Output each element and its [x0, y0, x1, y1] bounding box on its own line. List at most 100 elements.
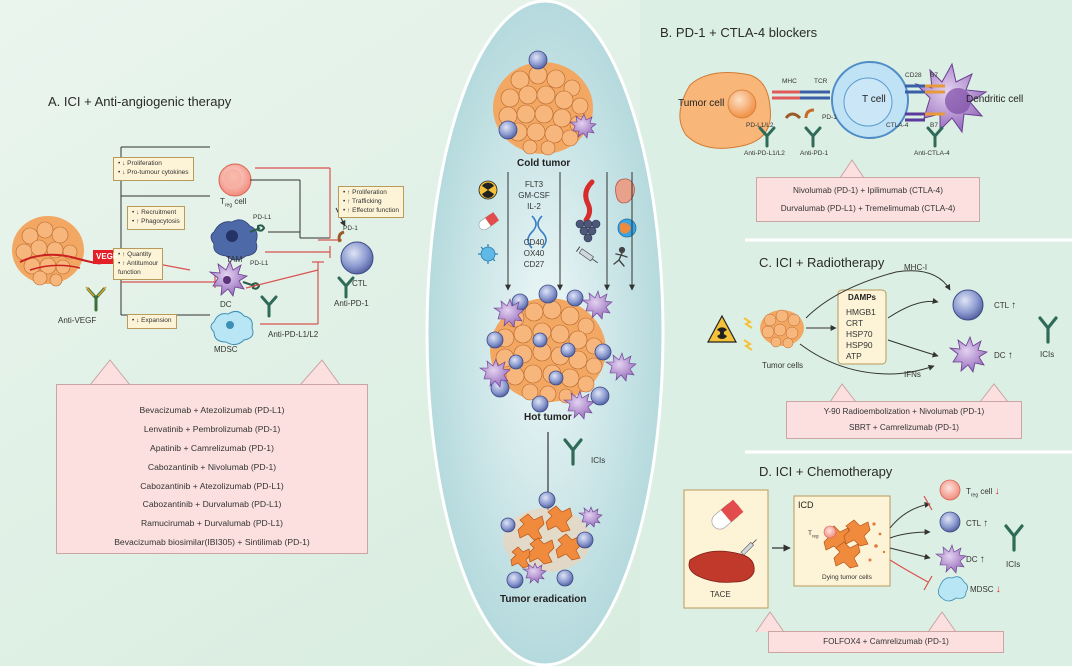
- damp-hsp70: HSP70: [846, 328, 873, 339]
- panel-d-title: D. ICI + Chemotherapy: [759, 464, 893, 479]
- panel-b-drug-list: Nivolumab (PD-1) + Ipilimumab (CTLA-4) D…: [756, 177, 980, 222]
- treg-effect-1: • ↓ Proliferation: [118, 160, 162, 167]
- damps-list: HMGB1 CRT HSP70 HSP90 ATP: [846, 307, 876, 362]
- treg-label-d-inner: Treg: [808, 530, 819, 538]
- panel-a-drug-1: Bevacizumab + Atezolizumab (PD-L1): [139, 405, 285, 415]
- damp-crt: CRT: [846, 317, 864, 328]
- mdsc-down-arrow: ↓: [995, 584, 1001, 595]
- treg-label-d: Treg cell ↓: [966, 486, 1000, 499]
- treg-d-sub: reg: [811, 533, 819, 539]
- tam-label: TAM: [226, 255, 243, 264]
- mdsc-label-d: MDSC ↓: [970, 584, 1001, 596]
- ctl-c-text: CTL: [994, 301, 1009, 310]
- mdsc-d-text: MDSC: [970, 585, 994, 594]
- mdsc-effects-note: • ↓ Expansion: [127, 314, 177, 329]
- b7-label-bottom: B7: [930, 122, 938, 129]
- damp-atp: ATP: [846, 350, 862, 361]
- panel-b-drug-1: Nivolumab (PD-1) + Ipilimumab (CTLA-4): [793, 186, 943, 195]
- dc-c-text: DC: [994, 351, 1006, 360]
- ctl-effect-1: • ↑ Proliferation: [343, 189, 387, 196]
- panel-a-drug-2: Lenvatinib + Pembrolizumab (PD-1): [143, 424, 281, 434]
- treg-down-arrow: ↓: [994, 486, 1000, 497]
- tam-effect-2: • ↑ Phagocytosis: [132, 217, 180, 225]
- tam-effect-1: • ↓ Recruitment: [132, 209, 177, 216]
- panel-a-drug-5: Cabozantinib + Atezolizumab (PD-L1): [140, 481, 284, 491]
- ctl-effect-3: • ↑ Effector function: [343, 206, 399, 214]
- pdl1-label-tam: PD-L1: [253, 214, 272, 221]
- treg-effects-note: • ↓ Proliferation • ↓ Pro-tumour cytokin…: [113, 157, 194, 181]
- damp-hmgb1: HMGB1: [846, 307, 876, 317]
- icis-label-center: ICIs: [591, 456, 606, 465]
- treg-d2-t: T: [966, 487, 971, 496]
- treg-sub: reg: [224, 202, 233, 209]
- cytokine-group-1: FLT3 GM-CSF IL-2: [513, 180, 555, 212]
- panel-c-drug-list: Y-90 Radioembolization + Nivolumab (PD-1…: [786, 401, 1022, 439]
- cd28-label: CD28: [905, 72, 922, 79]
- pdl12-label: PD-L1/L2: [746, 122, 774, 129]
- tcr-label: TCR: [814, 78, 828, 85]
- treg-suffix: cell: [232, 197, 247, 206]
- ctl-label-d: CTL ↑: [966, 518, 988, 530]
- treg-d2-sub: reg: [970, 492, 979, 499]
- treg-effect-2: • ↓ Pro-tumour cytokines: [118, 168, 189, 176]
- panel-b-drug-2: Durvalumab (PD-L1) + Tremelimumab (CTLA-…: [780, 204, 956, 213]
- dc-d-up-arrow: ↑: [979, 554, 985, 565]
- icis-label-d: ICIs: [1006, 560, 1021, 569]
- vegf-label: VEGF: [96, 252, 118, 261]
- ctl-d-up-arrow: ↑: [983, 518, 989, 529]
- ifns-label: IFNs: [904, 370, 921, 379]
- ctl-up-arrow: ↑: [1011, 300, 1017, 311]
- treg-t: T: [220, 197, 225, 206]
- ctl-effect-2: • ↑ Trafficking: [343, 197, 382, 205]
- panel-a-drug-7: Ramucirumab + Durvalumab (PD-L1): [140, 518, 284, 528]
- tumor-eradication-label: Tumor eradication: [500, 594, 587, 605]
- dc-label-d: DC ↑: [966, 554, 985, 566]
- dc-label-a: DC: [220, 300, 232, 309]
- icd-label: ICD: [798, 500, 814, 510]
- ctl-label-a: CTL: [352, 279, 368, 288]
- icis-label-c: ICIs: [1040, 350, 1055, 359]
- dc-effect-2: • ↑ Antitumour: [118, 259, 159, 267]
- tace-label: TACE: [710, 590, 731, 599]
- tumor-cell-label: Tumor cell: [678, 98, 725, 109]
- panel-a-drug-6: Cabozantinib + Durvalumab (PD-L1): [142, 499, 282, 509]
- panel-c-title: C. ICI + Radiotherapy: [759, 255, 885, 270]
- pd1-label-b: PD-1: [822, 114, 837, 121]
- panel-a-title: A. ICI + Anti-angiogenic therapy: [48, 94, 232, 109]
- cytokine-il2: IL-2: [527, 201, 541, 211]
- b7-label-top: B7: [930, 72, 938, 79]
- dendritic-cell-label: Dendritic cell: [966, 94, 1024, 105]
- dc-label-c: DC ↑: [994, 350, 1013, 362]
- ctla4-label: CTLA-4: [886, 122, 909, 129]
- dying-tumor-cells-label: Dying tumor cells: [822, 574, 872, 581]
- dc-effects-note: • ↑ Quantity • ↑ Antitumour function: [113, 248, 164, 281]
- pd1-label-a: PD-1: [343, 225, 358, 232]
- ctl-effects-note: • ↑ Proliferation • ↑ Trafficking • ↑ Ef…: [338, 186, 404, 219]
- t-cell-label: T cell: [862, 94, 886, 105]
- panel-c-drug-2: SBRT + Camrelizumab (PD-1): [848, 423, 960, 432]
- tam-effects-note: • ↓ Recruitment • ↑ Phagocytosis: [127, 206, 185, 230]
- cold-tumor-label: Cold tumor: [517, 158, 571, 169]
- ctl-label-c: CTL ↑: [994, 300, 1016, 312]
- panel-d-drug-1: FOLFOX4 + Camrelizumab (PD-1): [823, 637, 949, 646]
- mdsc-effect-1: • ↓ Expansion: [132, 317, 172, 324]
- panel-a-drug-4: Cabozantinib + Nivolumab (PD-1): [147, 462, 277, 472]
- panel-a-drug-3: Apatinib + Camrelizumab (PD-1): [150, 443, 274, 453]
- anti-pdl1-label-a: Anti-PD-L1/L2: [268, 330, 319, 339]
- cytokine-cd40: CD40: [523, 238, 545, 247]
- panel-c-drug-1: Y-90 Radioembolization + Nivolumab (PD-1…: [823, 407, 985, 416]
- anti-pd1-label-b: Anti-PD-1: [800, 150, 829, 157]
- dc-up-arrow: ↑: [1007, 350, 1013, 361]
- panel-d-drug-list: FOLFOX4 + Camrelizumab (PD-1): [768, 631, 1004, 653]
- mhc1-label: MHC-I: [904, 263, 928, 272]
- cytokine-cd27: CD27: [523, 259, 545, 269]
- cytokine-flt3: FLT3: [524, 180, 544, 189]
- treg-label: Treg cell: [220, 197, 246, 209]
- damp-hsp90: HSP90: [846, 339, 873, 350]
- anti-ctla4-label: Anti-CTLA-4: [914, 150, 950, 157]
- treg-d2-suffix: cell: [978, 487, 993, 496]
- dc-d-text: DC: [966, 555, 978, 564]
- anti-vegf-label: Anti-VEGF: [58, 316, 97, 325]
- cytokine-group-2: CD40 OX40 CD27: [513, 238, 555, 270]
